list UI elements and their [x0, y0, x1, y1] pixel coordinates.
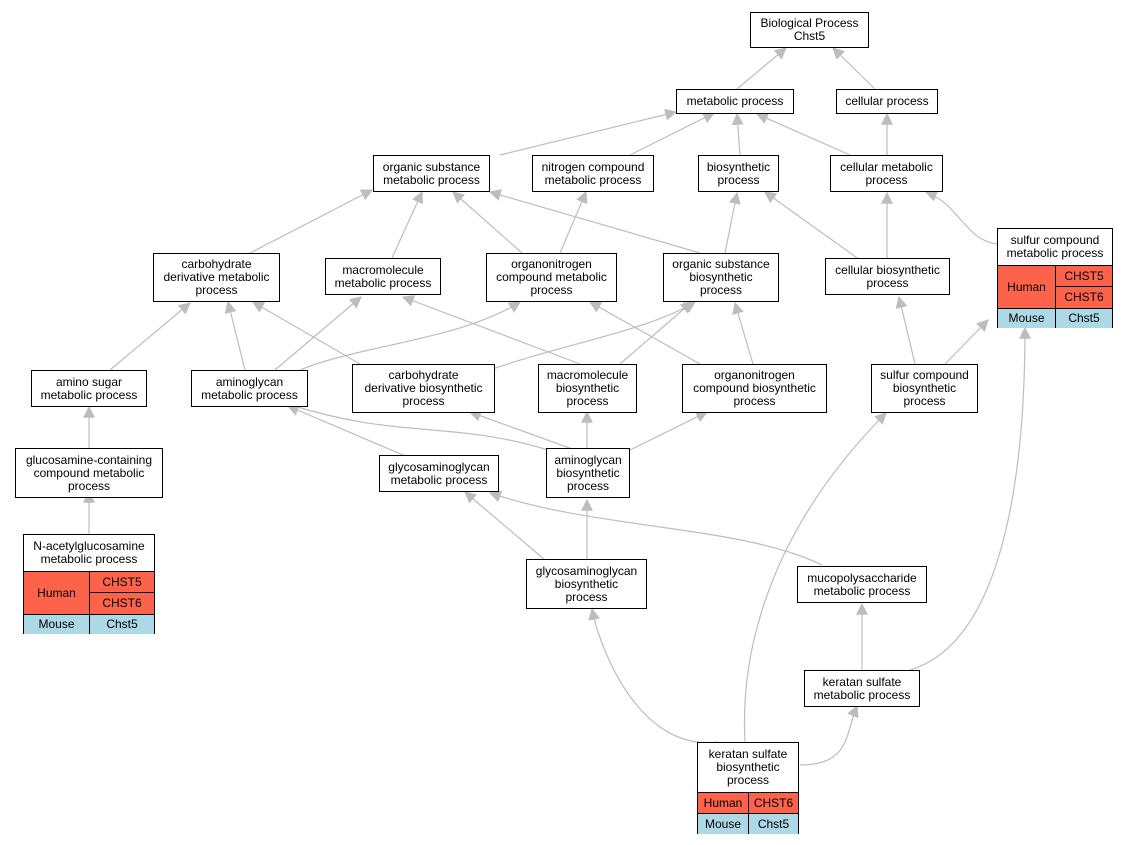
node-cellular-biosynthetic-process[interactable]: cellular biosynthetic process	[825, 258, 950, 295]
node-aminoglycan-biosynthetic-process[interactable]: aminoglycan biosynthetic process	[546, 448, 630, 498]
human-label-cell: Human	[698, 793, 749, 814]
edge	[764, 191, 861, 261]
node-metabolic-process[interactable]: metabolic process	[676, 89, 794, 114]
edge	[724, 191, 741, 254]
edge	[109, 302, 191, 371]
edge	[489, 301, 697, 371]
edge	[924, 190, 998, 245]
node-organic-substance-biosynthetic-process[interactable]: organic substance biosynthetic process	[663, 253, 779, 302]
node-organic-substance-metabolic-process[interactable]: organic substance metabolic process	[373, 155, 490, 192]
human-gene-cell[interactable]: CHST5	[90, 572, 154, 593]
edge	[732, 301, 754, 365]
human-gene-cell[interactable]: CHST5	[1056, 266, 1112, 287]
node-macromolecule-metabolic-process[interactable]: macromolecule metabolic process	[325, 258, 441, 295]
node-nitrogen-compound-metabolic-process[interactable]: nitrogen compound metabolic process	[532, 155, 654, 192]
edge	[944, 319, 989, 365]
edge	[832, 47, 876, 90]
gene-annotation-table: Human CHST5 CHST6 Mouse Chst5	[998, 265, 1112, 328]
edge	[799, 704, 859, 766]
edge	[588, 301, 701, 365]
human-gene-cell[interactable]: CHST6	[1056, 287, 1112, 309]
node-amino-sugar-metabolic-process[interactable]: amino sugar metabolic process	[31, 370, 147, 407]
mouse-gene-cell[interactable]: Chst5	[749, 814, 798, 834]
human-label-cell: Human	[998, 266, 1056, 309]
node-organonitrogen-compound-biosynthetic-process[interactable]: organonitrogen compound biosynthetic pro…	[682, 364, 827, 413]
edge	[299, 301, 522, 371]
node-organonitrogen-compound-metabolic-process[interactable]: organonitrogen compound metabolic proces…	[486, 253, 617, 302]
edge	[619, 301, 693, 365]
edge	[274, 296, 362, 371]
edge	[249, 189, 374, 254]
mouse-label-cell: Mouse	[24, 615, 90, 634]
node-carbohydrate-derivative-metabolic-process[interactable]: carbohydrate derivative metabolic proces…	[153, 253, 280, 302]
node-sulfur-compound-metabolic-process[interactable]: sulfur compound metabolic process Human …	[997, 228, 1113, 328]
edge	[488, 189, 701, 254]
node-glucosamine-containing-compound-metabolic-process[interactable]: glucosamine-containing compound metaboli…	[15, 448, 163, 498]
mouse-label-cell: Mouse	[998, 309, 1056, 328]
mouse-gene-cell[interactable]: Chst5	[1056, 309, 1112, 328]
edge	[629, 112, 716, 156]
edge	[909, 326, 1031, 671]
node-aminoglycan-metabolic-process[interactable]: aminoglycan metabolic process	[191, 370, 308, 407]
edge	[286, 404, 411, 459]
node-biosynthetic-process[interactable]: biosynthetic process	[698, 155, 779, 192]
edge	[588, 607, 719, 744]
node-mucopolysaccharide-metabolic-process[interactable]: mucopolysaccharide metabolic process	[797, 566, 927, 603]
node-title: N-acetylglucosamine metabolic process	[33, 539, 145, 566]
edge	[286, 401, 549, 451]
node-keratan-sulfate-biosynthetic-process[interactable]: keratan sulfate biosynthetic process Hum…	[697, 742, 799, 834]
edge	[755, 112, 851, 156]
node-glycosaminoglycan-metabolic-process[interactable]: glycosaminoglycan metabolic process	[379, 455, 499, 492]
node-sulfur-compound-biosynthetic-process[interactable]: sulfur compound biosynthetic process	[871, 364, 978, 413]
edge	[559, 190, 588, 254]
edge	[452, 191, 523, 254]
mouse-gene-cell[interactable]: Chst5	[90, 615, 154, 634]
node-carbohydrate-derivative-biosynthetic-process[interactable]: carbohydrate derivative biosynthetic pro…	[352, 364, 495, 413]
node-keratan-sulfate-metabolic-process[interactable]: keratan sulfate metabolic process	[804, 670, 920, 707]
node-title: keratan sulfate biosynthetic process	[708, 747, 788, 787]
human-gene-cell[interactable]: CHST6	[90, 593, 154, 615]
mouse-label-cell: Mouse	[698, 814, 749, 834]
node-cellular-metabolic-process[interactable]: cellular metabolic process	[830, 155, 943, 192]
gene-annotation-table: Human CHST6 Mouse Chst5	[698, 792, 798, 834]
node-cellular-process[interactable]: cellular process	[836, 89, 938, 114]
edge	[464, 491, 546, 561]
edge	[736, 47, 787, 90]
node-macromolecule-biosynthetic-process[interactable]: macromolecule biosynthetic process	[538, 364, 637, 413]
edge	[629, 411, 709, 451]
node-biological-process-root[interactable]: Biological Process Chst5	[750, 12, 869, 48]
edge	[743, 412, 887, 743]
edge	[401, 295, 581, 365]
edge	[251, 301, 361, 365]
edge	[731, 112, 744, 156]
edge	[488, 490, 823, 566]
edge	[895, 295, 916, 365]
human-gene-cell[interactable]: CHST6	[749, 793, 798, 814]
edge	[391, 190, 423, 259]
node-title: sulfur compound metabolic process	[1006, 233, 1104, 260]
edge	[468, 410, 576, 451]
edge	[499, 108, 678, 156]
node-n-acetylglucosamine-metabolic-process[interactable]: N-acetylglucosamine metabolic process Hu…	[23, 534, 155, 634]
node-glycosaminoglycan-biosynthetic-process[interactable]: glycosaminoglycan biosynthetic process	[526, 559, 647, 609]
human-label-cell: Human	[24, 572, 90, 615]
gene-annotation-table: Human CHST5 CHST6 Mouse Chst5	[24, 571, 154, 634]
edge	[224, 300, 246, 371]
